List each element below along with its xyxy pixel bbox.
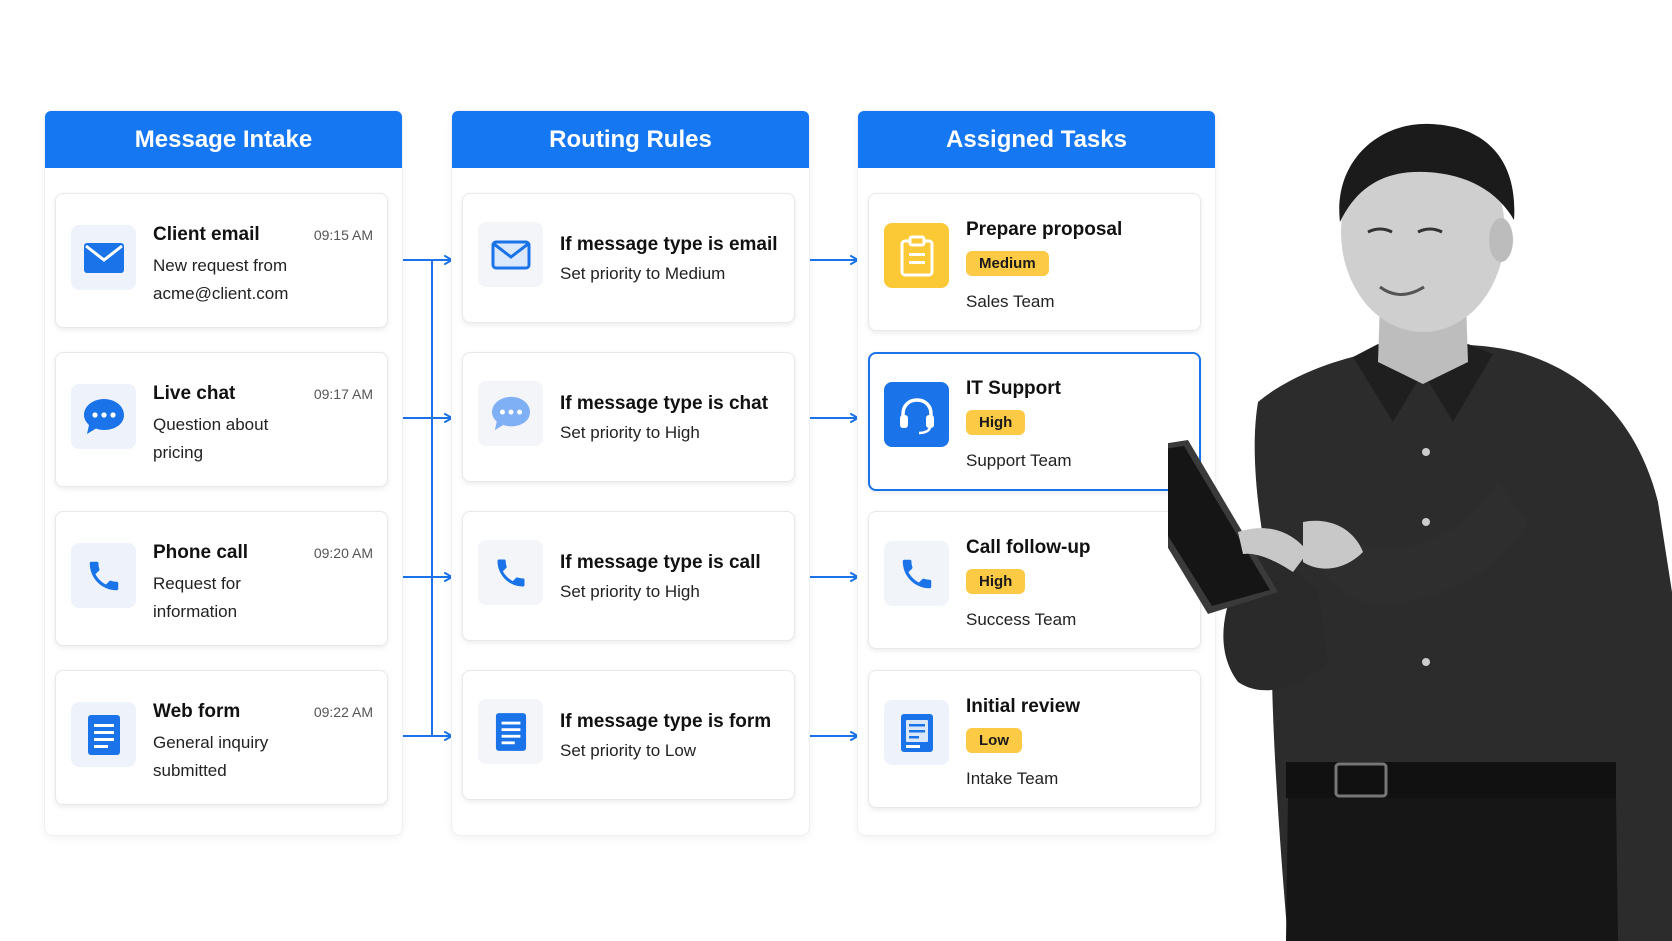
priority-badge: Medium (966, 251, 1049, 276)
routing-rules-header: Routing Rules (452, 111, 809, 168)
envelope-icon (478, 222, 543, 287)
task-card-call-followup[interactable]: Call follow-up High Success Team (868, 511, 1201, 649)
intake-description: General inquiry submitted (153, 733, 269, 780)
intake-card-phone[interactable]: Phone call 09:20 AM Request for informat… (55, 511, 388, 646)
intake-card-form[interactable]: Web form 09:22 AM General inquiry submit… (55, 670, 388, 805)
priority-badge: High (966, 569, 1026, 594)
task-name: Prepare proposal (966, 219, 1123, 240)
headset-icon (884, 382, 949, 447)
intake-description: Request for information (153, 574, 241, 621)
chat-bubble-icon (478, 381, 543, 446)
task-card-it-support[interactable]: IT Support High Support Team (868, 352, 1201, 491)
task-card-initial-review[interactable]: Initial review Low Intake Team (868, 670, 1201, 808)
intake-timestamp: 09:22 AM (313, 704, 373, 720)
rule-condition: If message type is form (560, 711, 772, 732)
rule-action: Set priority to High (560, 582, 700, 601)
rule-action: Set priority to High (560, 423, 700, 442)
task-team: Support Team (966, 451, 1072, 470)
task-name: Initial review (966, 696, 1081, 717)
intake-card-email[interactable]: Client email 09:15 AM New request from a… (55, 193, 388, 328)
phone-icon (884, 541, 949, 606)
rule-card-email[interactable]: If message type is email Set priority to… (462, 193, 795, 323)
rule-card-call[interactable]: If message type is call Set priority to … (462, 511, 795, 641)
rule-action: Set priority to Medium (560, 264, 726, 283)
routing-rules-column: Routing Rules If message type is email S… (452, 111, 809, 835)
rule-card-form[interactable]: If message type is form Set priority to … (462, 670, 795, 800)
intake-timestamp: 09:15 AM (313, 227, 373, 243)
intake-title: Web form (153, 701, 241, 722)
intake-description: New request from acme@client.com (153, 256, 289, 303)
envelope-icon (71, 225, 136, 290)
message-intake-column: Message Intake Client email 09:15 AM New… (45, 111, 402, 835)
rule-condition: If message type is email (560, 234, 778, 255)
task-team: Sales Team (966, 292, 1055, 311)
rule-condition: If message type is chat (560, 393, 769, 414)
task-team: Success Team (966, 610, 1077, 629)
document-icon (71, 702, 136, 767)
task-name: IT Support (966, 378, 1061, 399)
priority-badge: Low (966, 728, 1022, 753)
chat-bubble-icon (71, 384, 136, 449)
intake-timestamp: 09:17 AM (313, 386, 373, 402)
intake-card-chat[interactable]: Live chat 09:17 AM Question about pricin… (55, 352, 388, 487)
phone-icon (478, 540, 543, 605)
task-card-proposal[interactable]: Prepare proposal Medium Sales Team (868, 193, 1201, 331)
clipboard-icon (884, 223, 949, 288)
intake-title: Phone call (153, 542, 249, 563)
person-with-tablet-illustration (1168, 123, 1672, 941)
rule-action: Set priority to Low (560, 741, 697, 760)
intake-description: Question about pricing (153, 415, 269, 462)
priority-badge: High (966, 410, 1026, 435)
rule-card-chat[interactable]: If message type is chat Set priority to … (462, 352, 795, 482)
form-icon (884, 700, 949, 765)
rule-condition: If message type is call (560, 552, 761, 573)
phone-icon (71, 543, 136, 608)
assigned-tasks-column: Assigned Tasks Prepare proposal Medium S… (858, 111, 1215, 835)
intake-title: Client email (153, 224, 260, 245)
assigned-tasks-header: Assigned Tasks (858, 111, 1215, 168)
task-name: Call follow-up (966, 537, 1091, 558)
document-icon (478, 699, 543, 764)
intake-title: Live chat (153, 383, 236, 404)
intake-timestamp: 09:20 AM (313, 545, 373, 561)
task-team: Intake Team (966, 769, 1059, 788)
message-intake-header: Message Intake (45, 111, 402, 168)
